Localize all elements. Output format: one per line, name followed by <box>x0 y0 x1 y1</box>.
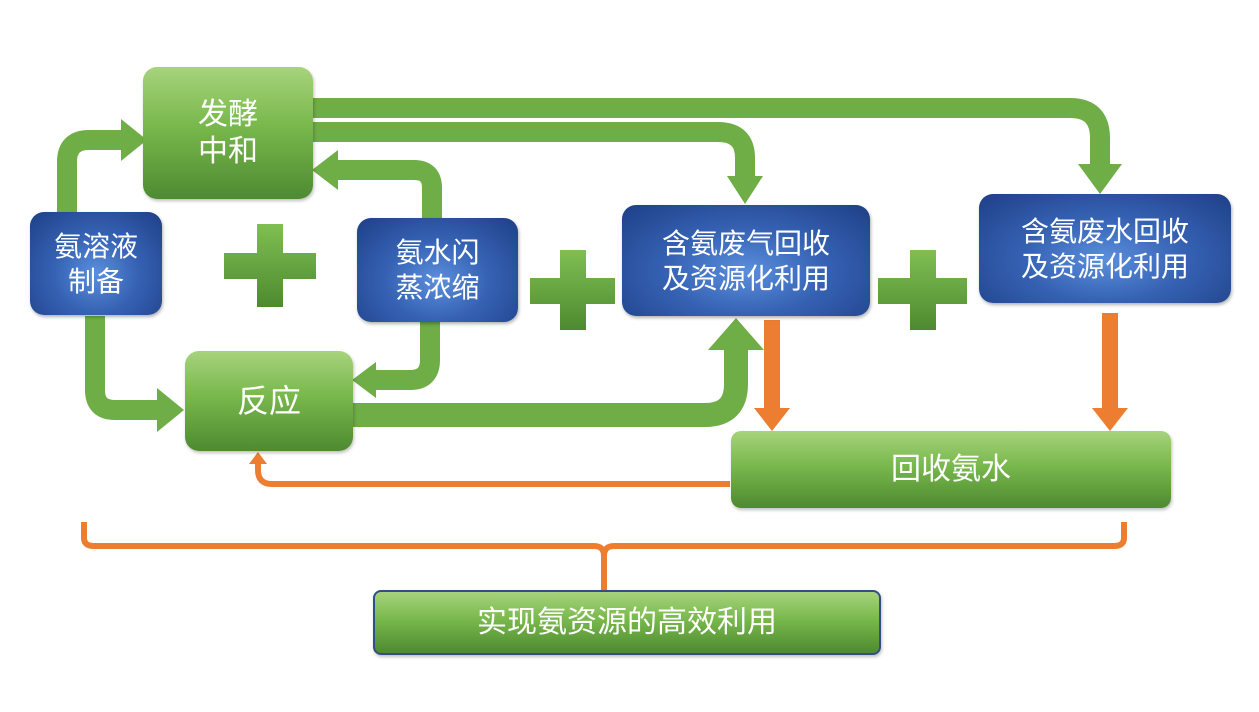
arrowhead-gas-in-2 <box>708 318 764 350</box>
arrow-prep-to-reaction <box>85 316 160 420</box>
node-water-recovery: 含氨废水回收 及资源化利用 <box>979 194 1231 303</box>
arrow-reaction-to-gas <box>352 348 748 427</box>
arrow-ammonia-to-reaction <box>255 462 730 487</box>
arrowhead-water-in <box>1078 164 1122 194</box>
arrow-prep-to-ferment <box>57 130 124 212</box>
node-flash-concentrate: 氨水闪 蒸浓缩 <box>357 218 518 322</box>
node-reaction-label: 反应 <box>236 382 301 420</box>
node-prep-line2: 制备 <box>67 264 124 298</box>
node-gas-line2: 及资源化利用 <box>661 261 830 295</box>
node-flash-line1: 氨水闪 <box>395 236 480 269</box>
node-goal-label: 实现氨资源的高效利用 <box>477 604 777 640</box>
node-goal: 实现氨资源的高效利用 <box>373 590 881 655</box>
node-recycled-ammonia: 回收氨水 <box>731 431 1171 508</box>
bracket <box>81 522 1127 590</box>
arrow-flash-to-reaction <box>373 322 440 390</box>
arrow-ferment-to-gas <box>312 122 755 176</box>
arrowhead-ferment-in-2 <box>312 150 338 190</box>
arrowhead-gas-in <box>727 176 763 204</box>
arrow-flash-to-ferment <box>335 160 442 218</box>
plus-icon <box>224 224 316 307</box>
arrowhead-ferment-in <box>121 119 147 161</box>
node-gas-recovery: 含氨废气回收 及资源化利用 <box>622 205 870 316</box>
arrowhead-ammonia-in <box>754 408 790 431</box>
node-ferment-neutralize: 发酵 中和 <box>143 67 313 199</box>
node-prep-line1: 氨溶液 <box>53 229 138 263</box>
node-ferment-line1: 发酵 <box>198 96 258 132</box>
arrowhead-ammonia-in-2 <box>1092 408 1128 431</box>
arrowhead-reaction-in <box>157 388 184 432</box>
node-ammonia-preparation: 氨溶液 制备 <box>30 212 162 315</box>
node-ferment-line2: 中和 <box>198 134 258 169</box>
node-reaction: 反应 <box>185 351 353 451</box>
plus-icon <box>878 250 967 330</box>
arrowhead-reaction-orange <box>249 452 267 464</box>
node-flash-line2: 蒸浓缩 <box>395 271 480 304</box>
plus-icon <box>530 250 615 330</box>
node-water-line2: 及资源化利用 <box>1020 249 1189 283</box>
node-water-line1: 含氨废水回收 <box>1020 214 1189 248</box>
arrowhead-reaction-in-2 <box>352 362 376 398</box>
node-recycled-ammonia-label: 回收氨水 <box>891 451 1011 487</box>
node-gas-line1: 含氨废气回收 <box>661 226 830 260</box>
arrow-ferment-to-water <box>312 98 1110 164</box>
